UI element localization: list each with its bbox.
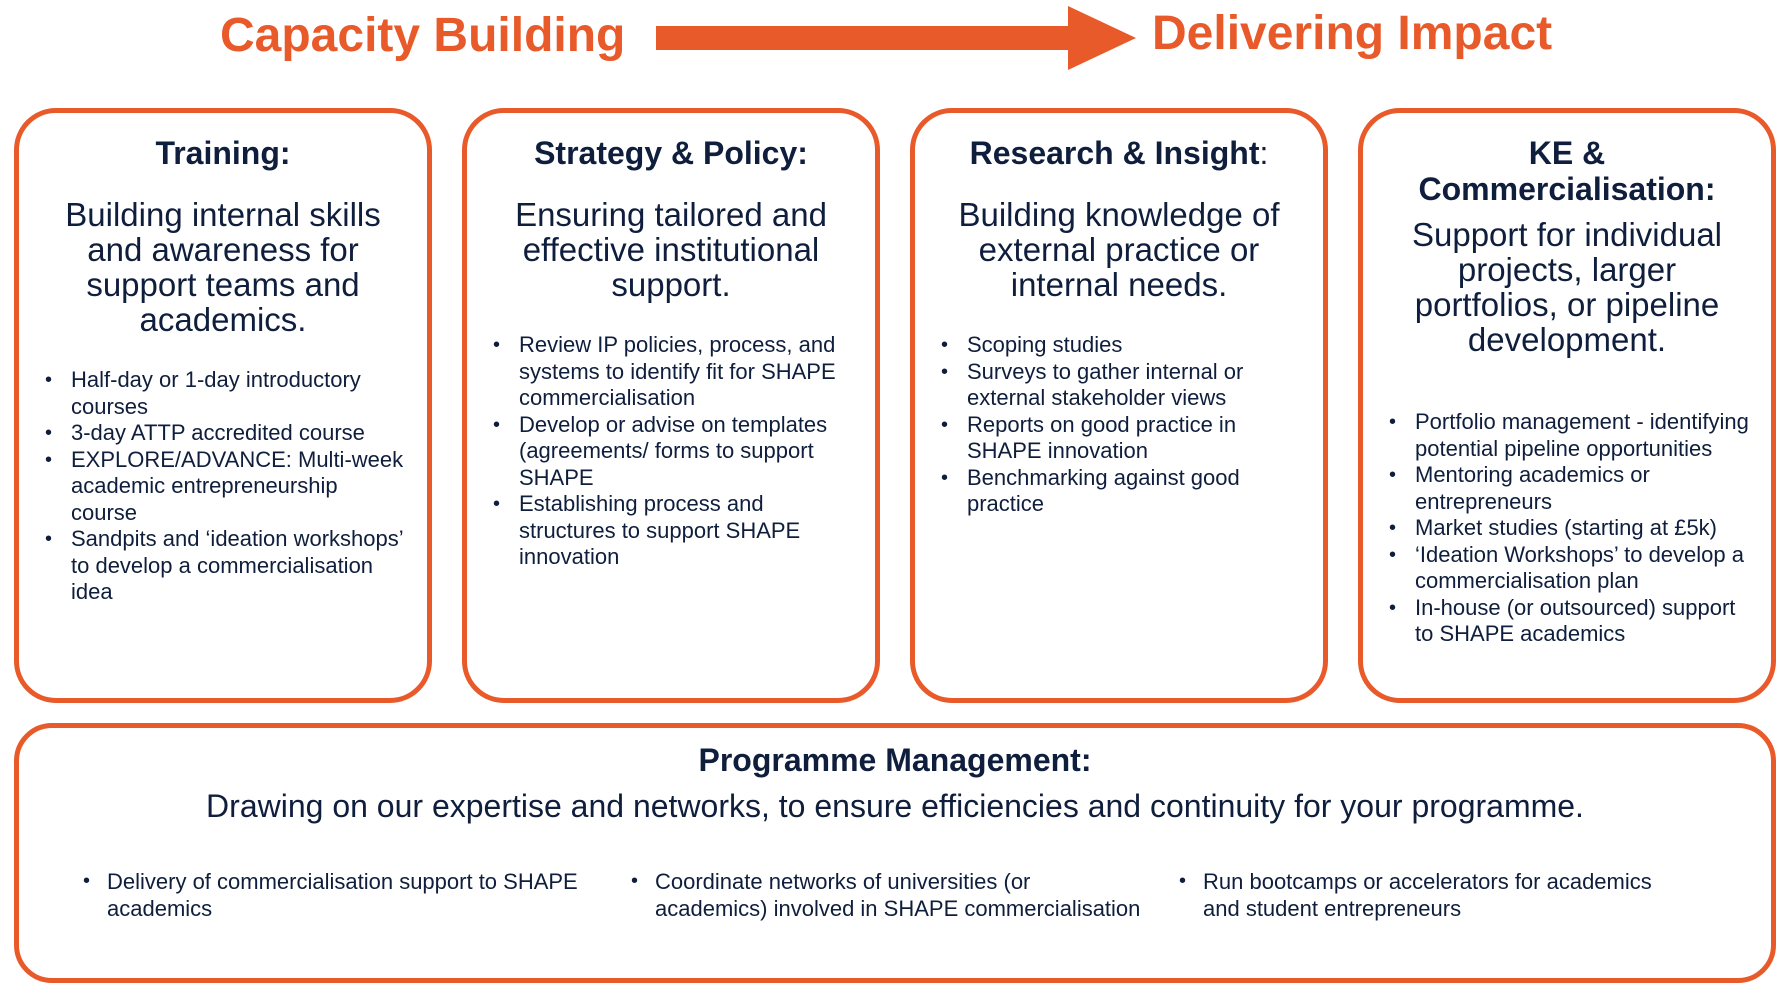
- programme-item: Coordinate networks of universities (or …: [625, 868, 1145, 922]
- programme-description: Drawing on our expertise and networks, t…: [206, 788, 1584, 824]
- programme-item: Run bootcamps or accelerators for academ…: [1173, 868, 1693, 922]
- card-list: Portfolio management - identifying poten…: [1385, 409, 1749, 648]
- research-insight-card: Research & Insight: Building knowledge o…: [910, 108, 1328, 703]
- header: Capacity Building Delivering Impact: [0, 0, 1789, 84]
- list-item: Half-day or 1-day introductory courses: [41, 367, 405, 420]
- card-title: Research & Insight:: [937, 135, 1301, 171]
- list-item: In-house (or outsourced) support to SHAP…: [1385, 595, 1749, 648]
- card-description: Building knowledge of external practice …: [958, 196, 1280, 303]
- card-title-text: Research & Insight: [969, 135, 1260, 171]
- list-item: EXPLORE/ADVANCE: Multi-week academic ent…: [41, 447, 405, 527]
- list-item: Sandpits and ‘ideation workshops’ to dev…: [41, 526, 405, 606]
- programme-title: Programme Management:: [698, 742, 1092, 778]
- card-list: Scoping studies Surveys to gather intern…: [937, 332, 1301, 518]
- list-item: Review IP policies, process, and systems…: [489, 332, 853, 412]
- list-item: Establishing process and structures to s…: [489, 491, 853, 571]
- list-item: Develop or advise on templates (agreemen…: [489, 412, 853, 492]
- list-item: Reports on good practice in SHAPE innova…: [937, 412, 1301, 465]
- card-description: Ensuring tailored and effective institut…: [515, 196, 827, 303]
- card-description: Building internal skills and awareness f…: [65, 196, 381, 338]
- list-item: Scoping studies: [937, 332, 1301, 359]
- list-item: ‘Ideation Workshops’ to develop a commer…: [1385, 542, 1749, 595]
- list-item: Portfolio management - identifying poten…: [1385, 409, 1749, 462]
- delivering-impact-heading: Delivering Impact: [1152, 7, 1553, 60]
- card-description: Support for individual projects, larger …: [1411, 216, 1723, 358]
- card-title: Strategy & Policy:: [534, 135, 808, 171]
- list-item: 3-day ATTP accredited course: [41, 420, 405, 447]
- programme-management-panel: Programme Management: Drawing on our exp…: [14, 723, 1776, 983]
- list-item: Surveys to gather internal or external s…: [937, 359, 1301, 412]
- card-title-colon: :: [1259, 135, 1269, 171]
- card-list: Review IP policies, process, and systems…: [489, 332, 853, 571]
- capacity-building-heading: Capacity Building: [220, 9, 626, 62]
- list-item: Market studies (starting at £5k): [1385, 515, 1749, 542]
- card-list: Half-day or 1-day introductory courses 3…: [41, 367, 405, 606]
- card-title: KE & Commercialisation:: [1385, 135, 1749, 207]
- list-item: Benchmarking against good practice: [937, 465, 1301, 518]
- strategy-policy-card: Strategy & Policy: Ensuring tailored and…: [462, 108, 880, 703]
- training-card: Training: Building internal skills and a…: [14, 108, 432, 703]
- right-arrow-icon: [656, 6, 1136, 70]
- card-title-line: KE &: [1528, 135, 1606, 171]
- ke-commercialisation-card: KE & Commercialisation: Support for indi…: [1358, 108, 1776, 703]
- list-item: Mentoring academics or entrepreneurs: [1385, 462, 1749, 515]
- card-title: Training:: [155, 135, 291, 171]
- card-title-line: Commercialisation:: [1418, 171, 1716, 207]
- programme-item: Delivery of commercialisation support to…: [77, 868, 597, 922]
